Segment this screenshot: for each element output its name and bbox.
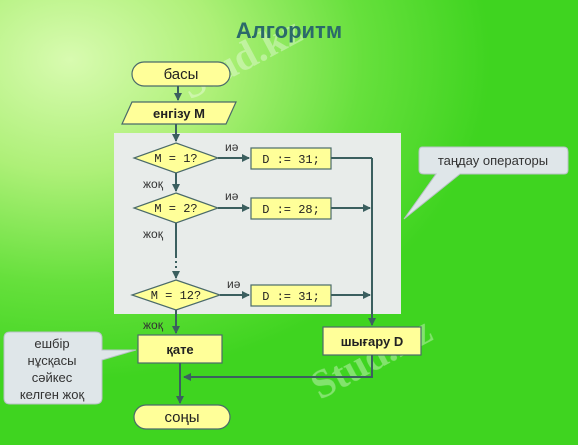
action-d31-second[interactable]: D := 31;: [250, 284, 332, 307]
svg-text:ешбір: ешбір: [34, 336, 69, 351]
svg-text:таңдау операторы: таңдау операторы: [438, 153, 548, 168]
slide-title: Алгоритм: [235, 18, 343, 43]
start-node[interactable]: басы: [131, 61, 231, 87]
svg-text:D := 31;: D := 31;: [262, 290, 320, 304]
yes-label-3: иә: [227, 277, 241, 291]
action-d28[interactable]: D := 28;: [250, 197, 332, 220]
svg-text:M = 2?: M = 2?: [154, 202, 197, 216]
yes-label-2: иә: [225, 189, 239, 203]
svg-text:шығару D: шығару D: [341, 334, 404, 349]
svg-text:басы: басы: [164, 66, 199, 83]
svg-text:соңы: соңы: [164, 409, 199, 426]
action-d31-first[interactable]: D := 31;: [250, 147, 332, 170]
decision-m2[interactable]: M = 2?: [132, 192, 220, 224]
input-node[interactable]: енгізу M: [121, 101, 237, 125]
callout-select-operator: таңдау операторы: [403, 146, 569, 220]
svg-text:M = 12?: M = 12?: [151, 289, 201, 303]
no-label-2: жоқ: [143, 227, 164, 241]
svg-text:қате: қате: [166, 342, 193, 357]
svg-text:келген жоқ: келген жоқ: [20, 387, 85, 402]
svg-text:M = 1?: M = 1?: [154, 152, 197, 166]
svg-text:сәйкес: сәйкес: [32, 370, 73, 385]
yes-label-1: иә: [225, 140, 239, 154]
connectors: [172, 86, 376, 404]
output-node[interactable]: шығару D: [322, 326, 422, 356]
svg-text:нұсқасы: нұсқасы: [28, 353, 77, 368]
svg-text:D := 31;: D := 31;: [262, 153, 320, 167]
end-node[interactable]: соңы: [133, 404, 231, 430]
svg-text:D := 28;: D := 28;: [262, 203, 320, 217]
decision-m12[interactable]: M = 12?: [130, 279, 222, 311]
svg-text:енгізу M: енгізу M: [153, 106, 205, 121]
error-node[interactable]: қате: [137, 334, 223, 364]
no-label-3: жоқ: [143, 318, 164, 332]
callout-no-match: ешбір нұсқасы сәйкес келген жоқ: [3, 331, 137, 405]
no-label-1: жоқ: [143, 177, 164, 191]
